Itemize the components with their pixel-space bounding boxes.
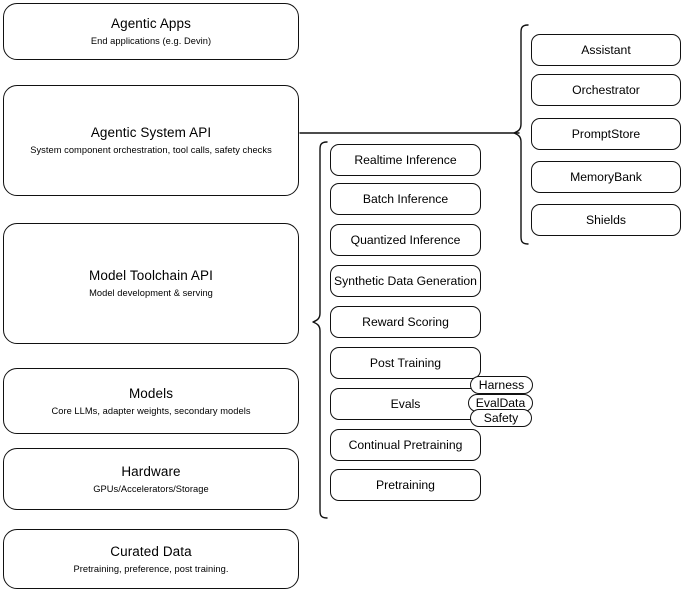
tag-label: EvalData — [475, 395, 526, 410]
tag-safety[interactable]: Safety — [470, 409, 532, 427]
layer-title: Agentic Apps — [110, 16, 191, 31]
layer-subtitle: GPUs/Accelerators/Storage — [93, 483, 209, 494]
node-evals[interactable]: Evals — [330, 388, 481, 420]
node-label: Shields — [586, 213, 626, 227]
layer-subtitle: System component orchestration, tool cal… — [30, 145, 272, 155]
node-label: Pretraining — [376, 478, 435, 492]
node-label: Post Training — [369, 356, 442, 370]
brace-system-components — [513, 24, 529, 245]
node-label: Realtime Inference — [354, 153, 457, 167]
layer-subtitle: Model development & serving — [89, 288, 213, 298]
node-label: Orchestrator — [572, 83, 640, 97]
layer-title: Agentic System API — [90, 125, 212, 140]
brace-toolchain-components — [312, 141, 328, 519]
node-label: Reward Scoring — [362, 315, 449, 329]
layer-box-models[interactable]: Models Core LLMs, adapter weights, secon… — [3, 368, 299, 434]
node-memorybank[interactable]: MemoryBank — [531, 161, 681, 193]
tag-harness[interactable]: Harness — [470, 376, 533, 394]
layer-title: Hardware — [121, 463, 181, 479]
layer-box-agentic-system-api[interactable]: Agentic System API System component orch… — [3, 85, 299, 196]
node-continual-pretraining[interactable]: Continual Pretraining — [330, 429, 481, 461]
layer-box-agentic-apps[interactable]: Agentic Apps End applications (e.g. Devi… — [3, 3, 299, 60]
layer-subtitle: Core LLMs, adapter weights, secondary mo… — [51, 405, 251, 416]
node-post-training[interactable]: Post Training — [330, 347, 481, 379]
tag-label: Safety — [483, 410, 519, 425]
node-shields[interactable]: Shields — [531, 204, 681, 236]
node-label: Batch Inference — [362, 192, 449, 206]
node-label: Evals — [390, 397, 421, 411]
layer-title: Curated Data — [110, 543, 192, 559]
node-reward-scoring[interactable]: Reward Scoring — [330, 306, 481, 338]
node-quantized-inference[interactable]: Quantized Inference — [330, 224, 481, 256]
node-batch-inference[interactable]: Batch Inference — [330, 183, 481, 215]
node-label: Assistant — [581, 43, 631, 57]
layer-title: Models — [128, 385, 174, 401]
node-pretraining[interactable]: Pretraining — [330, 469, 481, 501]
node-realtime-inference[interactable]: Realtime Inference — [330, 144, 481, 176]
node-orchestrator[interactable]: Orchestrator — [531, 74, 681, 106]
node-label: PromptStore — [571, 127, 641, 141]
layer-title: Model Toolchain API — [89, 268, 213, 283]
layer-subtitle: End applications (e.g. Devin) — [90, 36, 212, 46]
node-promptstore[interactable]: PromptStore — [531, 118, 681, 150]
layer-subtitle: Pretraining, preference, post training. — [73, 563, 229, 574]
node-label: Continual Pretraining — [348, 438, 463, 452]
node-label: Synthetic Data Generation — [334, 274, 477, 288]
tag-label: Harness — [478, 377, 525, 392]
node-synthetic-data-generation[interactable]: Synthetic Data Generation — [330, 265, 481, 297]
layer-box-model-toolchain-api[interactable]: Model Toolchain API Model development & … — [3, 223, 299, 344]
node-label: Quantized Inference — [350, 233, 461, 247]
layer-box-hardware[interactable]: Hardware GPUs/Accelerators/Storage — [3, 448, 299, 510]
node-label: MemoryBank — [570, 170, 642, 184]
node-assistant[interactable]: Assistant — [531, 34, 681, 66]
layer-box-curated-data[interactable]: Curated Data Pretraining, preference, po… — [3, 529, 299, 589]
